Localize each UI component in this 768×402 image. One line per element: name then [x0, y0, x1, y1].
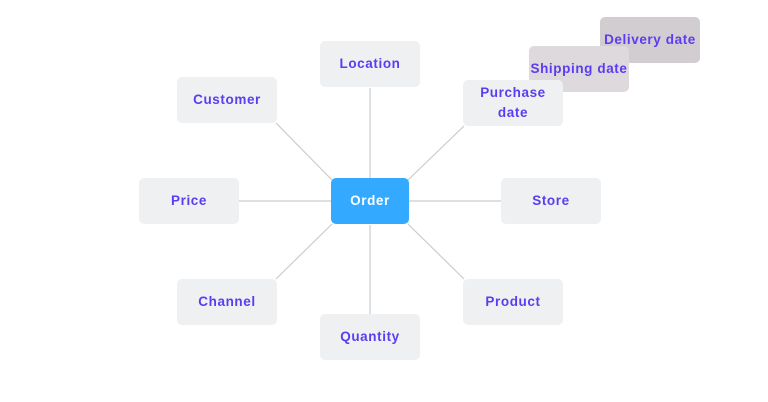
- store-node[interactable]: Store: [501, 178, 601, 224]
- connector-customer: [275, 122, 333, 181]
- store-label: Store: [532, 193, 570, 208]
- delivery-date-label: Delivery date: [604, 32, 696, 47]
- purchase-date-node[interactable]: Purchase date: [463, 80, 563, 126]
- price-label: Price: [170, 193, 208, 208]
- customer-label: Customer: [193, 92, 261, 107]
- location-label: Location: [339, 56, 401, 71]
- quantity-label: Quantity: [340, 329, 400, 344]
- product-label: Product: [485, 294, 541, 309]
- price-node[interactable]: Price: [139, 178, 239, 224]
- shipping-date-label: Shipping date: [530, 61, 628, 76]
- channel-node[interactable]: Channel: [177, 279, 277, 325]
- quantity-node[interactable]: Quantity: [320, 314, 420, 360]
- purchase-date-label: Purchase date: [480, 85, 546, 120]
- order-node[interactable]: Order: [331, 178, 409, 224]
- connector-product: [407, 223, 465, 280]
- product-node[interactable]: Product: [463, 279, 563, 325]
- channel-label: Channel: [198, 294, 256, 309]
- connector-purchase-date: [407, 125, 465, 181]
- customer-node[interactable]: Customer: [177, 77, 277, 123]
- location-node[interactable]: Location: [320, 41, 420, 87]
- order-label: Order: [350, 193, 390, 208]
- connector-channel: [275, 223, 333, 280]
